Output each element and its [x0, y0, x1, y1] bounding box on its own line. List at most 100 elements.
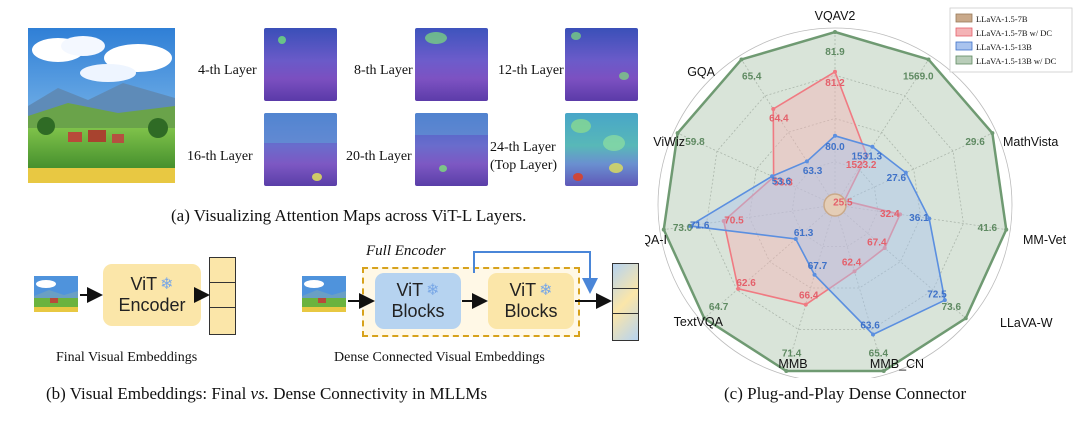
point-llava-1-5-13b-w-dc-9: [675, 131, 680, 136]
axis-label-textvqa: TextVQA: [674, 315, 724, 329]
layer-label-24th-line2: (Top Layer): [490, 158, 558, 173]
legend-label-1: LLaVA-1.5-7B w/ DC: [976, 28, 1052, 38]
point-llava-1-5-13b-1: [870, 144, 875, 149]
series-llava-1-5-7b: [823, 193, 847, 217]
value-label-7b_dc-8: 70.5: [724, 216, 744, 227]
attention-map-4th: [264, 28, 337, 101]
point-llava-1-5-7b-w-dc-4: [882, 246, 887, 251]
point-llava-1-5-13b-w-dc-5: [881, 368, 886, 373]
caption-b: (b) Visual Embeddings: Final vs. Dense C…: [46, 384, 488, 403]
value-label-7b_dc-0: 81.2: [825, 78, 845, 89]
point-llava-1-5-13b-3: [927, 216, 932, 221]
snowflake-icon: ❄: [426, 282, 440, 299]
radar-chart: 81.91569.029.641.673.665.471.464.773.059…: [645, 7, 1073, 378]
snowflake-icon: ❄: [160, 276, 174, 293]
panel-b-arrows: [80, 251, 612, 309]
point-llava-1-5-7b-w-dc-1: [864, 153, 869, 158]
value-label-13b-1: 1531.3: [852, 152, 883, 163]
caption-c: (c) Plug-and-Play Dense Connector: [724, 384, 967, 403]
value-label-13b_dc-8: 73.0: [673, 223, 693, 234]
point-llava-1-5-13b-w-dc-10: [739, 57, 744, 62]
value-label-13b-10: 63.3: [803, 166, 823, 177]
vit-blocks-2-subtitle: Blocks: [504, 301, 558, 321]
input-image-final: [34, 276, 78, 312]
axis-label-gqa: GQA: [687, 65, 715, 79]
value-label-13b_dc-7: 64.7: [709, 302, 729, 313]
legend-swatch-2: [955, 41, 973, 51]
legend-label-2: LLaVA-1.5-13B: [976, 42, 1032, 52]
point-llava-1-5-7b-w-dc-6: [803, 302, 808, 307]
value-label-13b-2: 27.6: [887, 173, 907, 184]
value-label-13b-5: 63.6: [860, 321, 880, 332]
value-label-13b-8: 71.6: [690, 220, 710, 231]
snowflake-icon: ❄: [539, 282, 553, 299]
legend-label-3: LLaVA-1.5-13B w/ DC: [976, 56, 1057, 66]
legend-swatch-0: [955, 13, 973, 23]
vit-blocks-2-title: ViT: [509, 280, 537, 300]
layer-label-8th: 8-th Layer: [354, 63, 413, 78]
point-llava-1-5-13b-9: [770, 174, 775, 179]
value-label-7b_dc-3: 32.4: [880, 209, 900, 220]
axis-label-viwiz: ViWiz: [653, 135, 685, 149]
point-llava-1-5-13b-w-dc-6: [784, 368, 789, 373]
full-encoder-label: Full Encoder: [366, 243, 446, 259]
point-llava-1-5-13b-8: [687, 223, 692, 228]
vit-encoder-subtitle: Encoder: [118, 295, 186, 315]
dense-embeddings-stack: [612, 263, 639, 341]
point-llava-1-5-13b-0: [833, 133, 837, 138]
point-llava-1-5-7b-w-dc-0: [833, 69, 837, 74]
axis-label-mmb-cn: MMB_CN: [870, 357, 924, 371]
landscape-image: [28, 28, 175, 183]
value-label-13b_dc-2: 29.6: [965, 137, 985, 148]
point-llava-1-5-13b-2: [903, 170, 908, 175]
caption-a: (a) Visualizing Attention Maps across Vi…: [171, 206, 527, 225]
point-llava-1-5-13b-7: [793, 236, 798, 241]
series-llava-1-5-13b: [687, 134, 946, 336]
value-label-7b_dc-1: 1523.2: [846, 160, 877, 171]
value-label-13b-7: 61.3: [794, 228, 814, 239]
point-llava-1-5-7b-w-dc-8: [721, 219, 726, 224]
value-label-13b_dc-9: 59.8: [685, 137, 705, 148]
value-label-13b_dc-0: 81.9: [825, 47, 845, 58]
vit-blocks-1-title: ViT: [396, 280, 424, 300]
axis-label-vqav2: VQAV2: [815, 9, 856, 23]
vit-blocks-box-2: ViT ❄ Blocks: [488, 273, 574, 329]
value-label-13b-3: 36.1: [909, 213, 929, 224]
axis-label-mm-vet: MM-Vet: [1023, 233, 1067, 247]
dense-embeddings-label: Dense Connected Visual Embeddings: [334, 350, 545, 365]
axis-label-llava-w: LLaVA-W: [1000, 316, 1053, 330]
vit-blocks-box-1: ViT ❄ Blocks: [375, 273, 461, 329]
value-label-7b_dc-4: 67.4: [867, 237, 887, 248]
layer-label-20th: 20-th Layer: [346, 149, 412, 164]
point-llava-1-5-13b-5: [871, 332, 876, 337]
attention-map-8th: [415, 28, 488, 101]
value-label-13b_dc-3: 41.6: [978, 223, 998, 234]
point-llava-1-5-13b-w-dc-3: [1004, 227, 1009, 232]
value-label-13b_dc-5: 65.4: [869, 349, 889, 360]
point-llava-1-5-13b-w-dc-0: [833, 30, 837, 34]
attention-map-16th: [264, 113, 337, 186]
point-llava-1-5-7b-w-dc-5: [852, 269, 857, 274]
value-label-13b-6: 67.7: [808, 261, 828, 272]
layer-label-4th: 4-th Layer: [198, 63, 257, 78]
point-llava-1-5-13b-w-dc-1: [926, 57, 931, 62]
input-image-dense: [302, 276, 346, 312]
layer-label-12th: 12-th Layer: [498, 63, 564, 78]
value-label-13b_dc-10: 65.4: [742, 71, 762, 82]
value-label-13b-4: 72.5: [927, 289, 947, 300]
axis-label-sqa-i: SQA-I: [645, 233, 667, 247]
layer-label-24th-line1: 24-th Layer: [490, 140, 556, 155]
value-label-13b_dc-1: 1569.0: [903, 71, 934, 82]
point-llava-1-5-13b-w-dc-2: [990, 131, 995, 136]
point-llava-1-5-13b-6: [812, 272, 817, 277]
legend-swatch-1: [955, 27, 973, 37]
vit-encoder-box: ViT ❄ Encoder: [103, 264, 201, 326]
legend-label-0: LLaVA-1.5-7B: [976, 14, 1028, 24]
outer-ring: [657, 27, 1013, 378]
legend-swatch-3: [955, 55, 973, 65]
series-llava-1-5-7b-w-dc: [722, 70, 902, 306]
value-label-13b_dc-6: 71.4: [782, 349, 802, 360]
value-label-13b-9: 53.6: [772, 177, 792, 188]
final-embeddings-stack: [209, 257, 236, 335]
point-llava-1-5-13b-w-dc-4: [963, 316, 968, 321]
